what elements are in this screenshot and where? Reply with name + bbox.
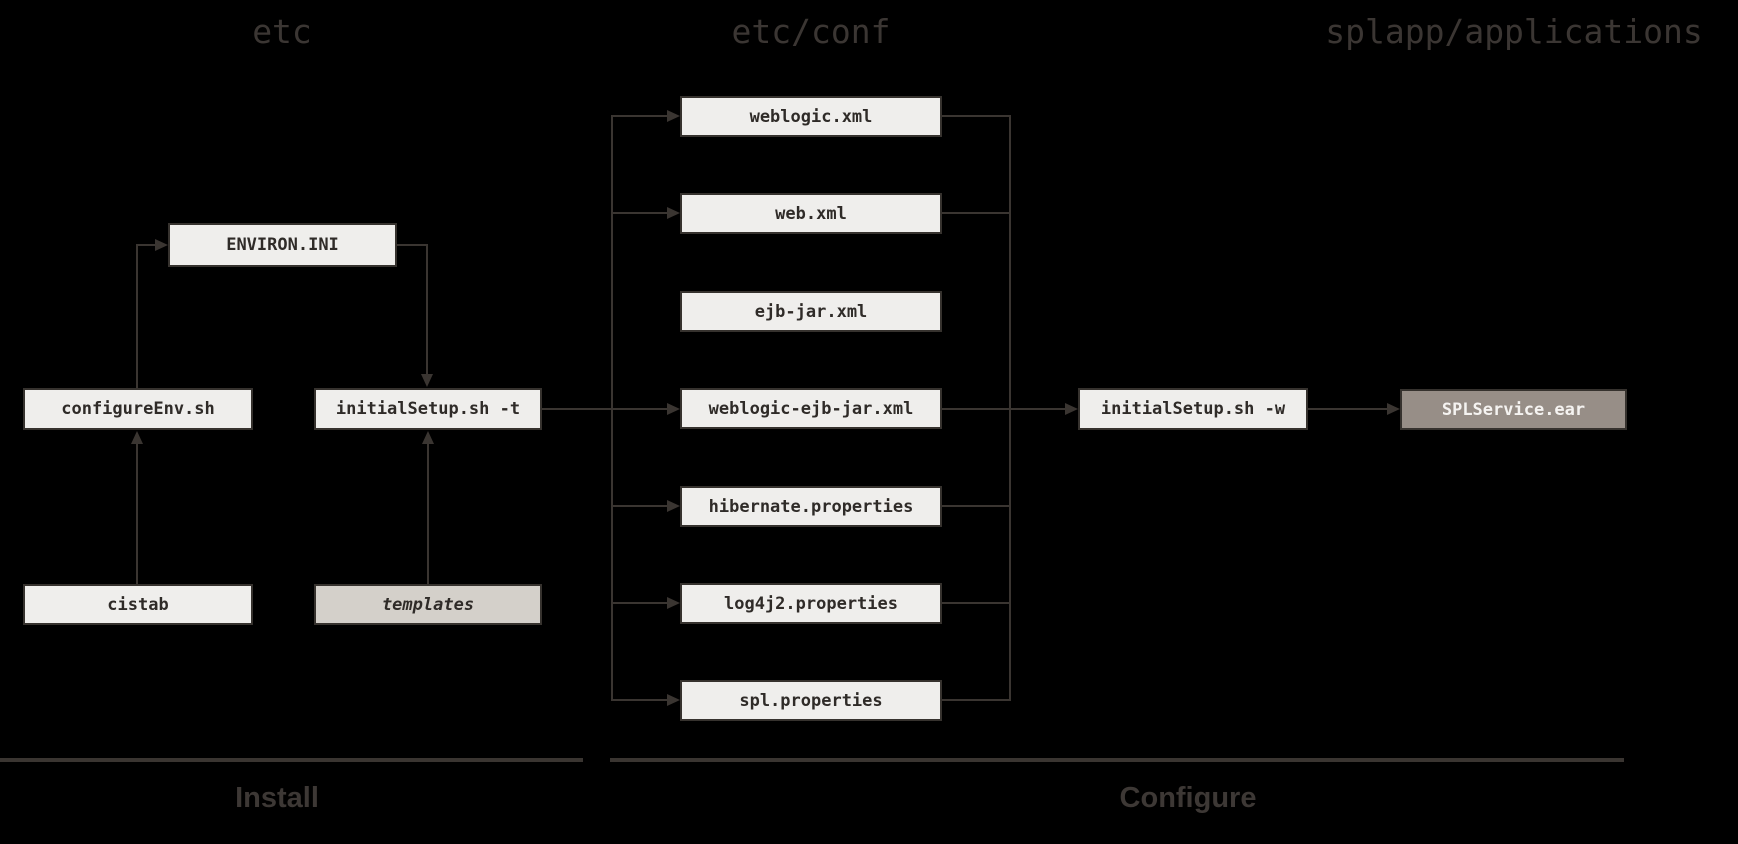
node-cistab: cistab — [23, 584, 253, 625]
divider-install-section — [0, 758, 583, 762]
arrowhead-into-weblogic-ejb-jar — [667, 403, 680, 415]
arrowhead-into-web-xml — [667, 207, 680, 219]
connector-environ-right-horizontal — [397, 244, 427, 246]
branch-left-hibernate-properties — [612, 505, 668, 507]
arrowhead-into-weblogic-xml — [667, 110, 680, 122]
branch-left-weblogic-xml — [612, 115, 668, 117]
node-environ-ini: ENVIRON.INI — [168, 223, 397, 267]
branch-right-weblogic-xml — [942, 115, 1010, 117]
arrowhead-into-initialsetup-t-top — [421, 374, 433, 387]
connector-trunk-to-initialsetup-w — [1010, 408, 1066, 410]
node-initial-setup-sh-w: initialSetup.sh -w — [1078, 388, 1308, 430]
connector-initialsetup-t-to-weblogic-ejb-jar — [542, 408, 668, 410]
column-header-splapp-applications: splapp/applications — [1325, 12, 1703, 51]
connector-initialsetup-w-to-splservice-ear — [1308, 408, 1388, 410]
connector-configureenv-to-environ-horizontal — [136, 244, 156, 246]
node-log4j2-properties: log4j2.properties — [680, 583, 942, 624]
column-header-etc: etc — [252, 12, 312, 51]
divider-configure-section — [610, 758, 1624, 762]
branch-right-web-xml — [942, 212, 1010, 214]
arrowhead-into-initialsetup-t-bottom — [422, 431, 434, 444]
arrowhead-into-log4j2-properties — [667, 597, 680, 609]
arrowhead-into-initialsetup-w — [1065, 403, 1078, 415]
arrowhead-into-hibernate-properties — [667, 500, 680, 512]
node-spl-properties: spl.properties — [680, 680, 942, 721]
connector-cistab-up-vertical — [136, 443, 138, 584]
branch-left-log4j2-properties — [612, 602, 668, 604]
connector-environ-down-vertical — [426, 244, 428, 376]
node-weblogic-xml: weblogic.xml — [680, 96, 942, 137]
branch-left-web-xml — [612, 212, 668, 214]
arrowhead-into-spl-properties — [667, 694, 680, 706]
node-initial-setup-sh-t: initialSetup.sh -t — [314, 388, 542, 430]
node-weblogic-ejb-jar-xml: weblogic-ejb-jar.xml — [680, 388, 942, 429]
arrowhead-into-splservice-ear — [1387, 403, 1400, 415]
section-label-install: Install — [235, 782, 319, 814]
node-configure-env-sh: configureEnv.sh — [23, 388, 253, 430]
node-templates: templates — [314, 584, 542, 625]
node-splservice-ear: SPLService.ear — [1400, 389, 1627, 430]
arrowhead-into-configureenv-bottom — [131, 431, 143, 444]
branch-left-spl-properties — [612, 699, 668, 701]
branch-right-log4j2-properties — [942, 602, 1010, 604]
node-hibernate-properties: hibernate.properties — [680, 486, 942, 527]
connector-configureenv-to-environ-vertical — [136, 244, 138, 388]
node-web-xml: web.xml — [680, 193, 942, 234]
branch-right-spl-properties — [942, 699, 1010, 701]
branch-right-hibernate-properties — [942, 505, 1010, 507]
column-header-etc-conf: etc/conf — [731, 12, 891, 51]
arrowhead-into-environ-ini — [155, 239, 168, 251]
node-ejb-jar-xml: ejb-jar.xml — [680, 291, 942, 332]
trunk-left-vertical — [611, 115, 613, 701]
section-label-configure: Configure — [1119, 782, 1257, 814]
branch-right-weblogic-ejb-jar-xml — [942, 408, 1010, 410]
connector-templates-up-vertical — [427, 443, 429, 584]
